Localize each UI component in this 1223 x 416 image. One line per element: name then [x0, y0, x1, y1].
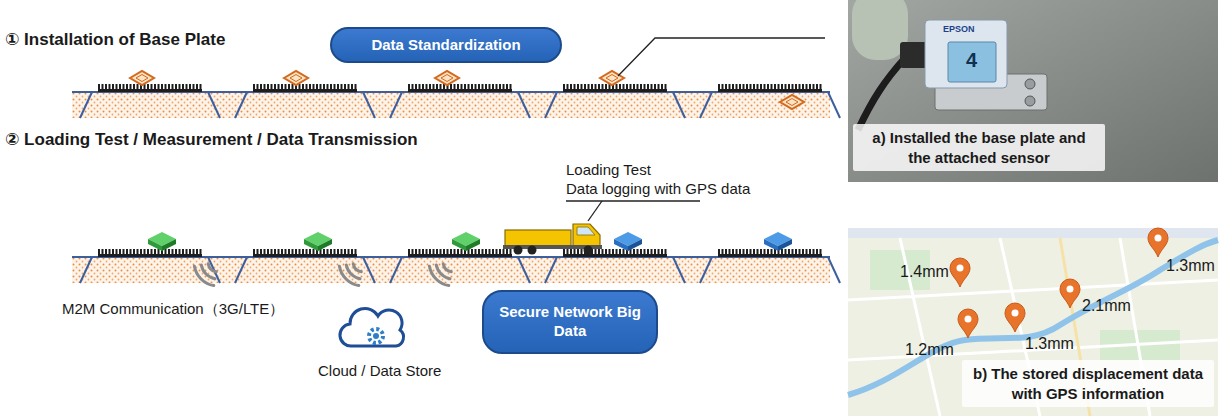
- cloud-label: Cloud / Data Store: [318, 362, 441, 380]
- node-text: a) Installed the base plate and the atta…: [861, 128, 1097, 167]
- leader-line: [566, 200, 700, 201]
- track: [72, 252, 840, 283]
- section-heading: ② Loading Test / Measurement / Data Tran…: [5, 130, 418, 150]
- sensor: [148, 232, 792, 251]
- section-heading: ① Installation of Base Plate: [5, 30, 225, 50]
- map-caption: b) The stored displacement data with GPS…: [962, 360, 1214, 407]
- truck: [503, 224, 602, 255]
- callout-text: Loading Test: [566, 161, 651, 179]
- cloud-icon: [340, 308, 404, 346]
- displacement-value: 1.2mm: [905, 340, 954, 359]
- display-digit: 4: [966, 48, 977, 72]
- leader-line: [618, 38, 825, 76]
- displacement-value: 1.4mm: [900, 262, 949, 281]
- title-pill: Secure Network Big Data: [482, 290, 658, 354]
- track: [72, 87, 840, 118]
- displacement-value: 1.3mm: [1025, 334, 1074, 353]
- node-text: Secure Network Big Data: [498, 303, 642, 341]
- node-text: b) The stored displacement data with GPS…: [970, 364, 1206, 403]
- network-label: M2M Communication（3G/LTE）: [62, 300, 284, 318]
- sensor-photo: [848, 0, 1218, 182]
- leader-line: [588, 201, 602, 221]
- callout-text: Data logging with GPS data: [566, 180, 750, 198]
- brand-mark: EPSON: [943, 24, 975, 35]
- base-plate: [130, 71, 804, 109]
- node-text: Data Standardization: [371, 36, 520, 55]
- map: [848, 228, 1218, 416]
- photo-caption: a) Installed the base plate and the atta…: [853, 124, 1105, 171]
- displacement-value: 1.3mm: [1166, 256, 1215, 275]
- title-pill: Data Standardization: [330, 27, 562, 63]
- displacement-value: 2.1mm: [1082, 296, 1131, 315]
- wireless-waves: [194, 264, 451, 286]
